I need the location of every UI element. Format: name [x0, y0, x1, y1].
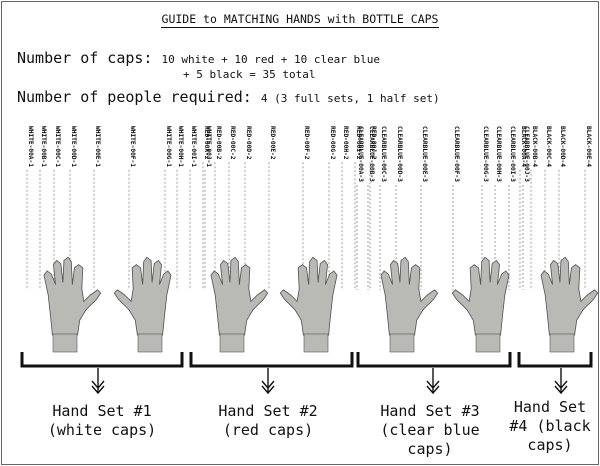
wrist	[138, 334, 162, 352]
cap-label: WHITE-00C-1	[54, 126, 61, 167]
wrist	[220, 334, 244, 352]
cap-label: RED-00E-2	[269, 126, 276, 160]
cap-label: RED-00B-2	[215, 126, 222, 160]
hand-set-caption: caps)	[500, 436, 600, 455]
wrist	[550, 334, 574, 352]
cap-label: WHITE-00G-1	[165, 126, 172, 167]
cap-label: CLEARBLUE-00E-3	[421, 126, 428, 182]
hand-set-caption: (white caps)	[22, 421, 182, 440]
cap-label: WHITE-00A-1	[27, 126, 34, 167]
cap-label: RED-00C-2	[229, 126, 236, 160]
cap-label: WHITE-00E-1	[94, 126, 101, 167]
hand-set-2: RED-00A-2 RED-00B-2 RED-00C-2 RED-00D-2 RED-…	[191, 126, 377, 393]
cap-label: RED-00G-2	[329, 126, 336, 160]
cap-label: CLEARBLUE-00G-3	[482, 126, 489, 182]
cap-label: RED-00H-2	[342, 126, 349, 160]
wrist	[390, 334, 414, 352]
cap-label: RED-00D-2	[245, 126, 252, 160]
hand-set-1: WHITE-00A-1 WHITE-00B-1 WHITE-00C-1 WHITE-0…	[22, 126, 212, 393]
hand-set-name: Hand Set #3	[350, 402, 510, 421]
hand-set-name: Hand Set #2	[188, 402, 348, 421]
hand-set-label-1: Hand Set #1(white caps)	[22, 402, 182, 440]
hand-set-name: Hand Set #1	[22, 402, 182, 421]
hand-image	[541, 257, 598, 335]
cap-label: BLACK-00E-4	[585, 126, 592, 167]
cap-label: BLACK-00D-4	[559, 126, 566, 167]
hand-set-caption: (clear blue caps)	[350, 421, 510, 459]
cap-label: RED-00F-2	[303, 126, 310, 160]
cap-label: WHITE-00F-1	[129, 126, 136, 167]
cap-label: CLEARBLUE-00F-3	[453, 126, 460, 182]
hand-set-label-3: Hand Set #3(clear blue caps)	[350, 402, 510, 459]
cap-label: WHITE-00H-1	[177, 126, 184, 167]
hand-set-3: CLEARBLUE-00A-3 CLEARBLUE-00B-3 CLEARBLUE-…	[357, 126, 530, 393]
cap-label: RED-00A-2	[203, 126, 210, 160]
cap-label: BLACK-00B-4	[531, 126, 538, 167]
set-bracket	[358, 352, 510, 366]
cap-label: WHITE-00D-1	[70, 126, 77, 167]
cap-label: WHITE-00I-1	[190, 126, 197, 167]
set-bracket	[519, 352, 591, 366]
hand-set-name: Hand Set #4 (black	[500, 398, 600, 436]
cap-label: CLEARBLUE-00D-3	[396, 126, 403, 182]
hand-image	[44, 257, 101, 335]
hand-image	[381, 257, 438, 335]
cap-label: WHITE-00B-1	[40, 126, 47, 167]
hand-set-label-2: Hand Set #2(red caps)	[188, 402, 348, 440]
cap-label: BLACK-00A-4	[520, 126, 527, 167]
set-bracket	[22, 352, 182, 366]
wrist	[476, 334, 500, 352]
hand-image	[211, 257, 268, 335]
hand-image	[114, 257, 171, 335]
cap-label: CLEARBLUE-00I-3	[509, 126, 516, 182]
wrist	[53, 334, 77, 352]
cap-label: CLEARBLUE-00C-3	[380, 126, 387, 182]
hand-image	[280, 257, 337, 335]
hand-set-caption: (red caps)	[188, 421, 348, 440]
set-bracket	[191, 352, 352, 366]
cap-label: CLEARBLUE-00B-3	[368, 126, 375, 182]
hand-image	[452, 257, 509, 335]
cap-label: BLACK-00C-4	[545, 126, 552, 167]
wrist	[304, 334, 328, 352]
cap-label: CLEARBLUE-00A-3	[357, 126, 364, 182]
cap-label: CLEARBLUE-00H-3	[495, 126, 502, 182]
